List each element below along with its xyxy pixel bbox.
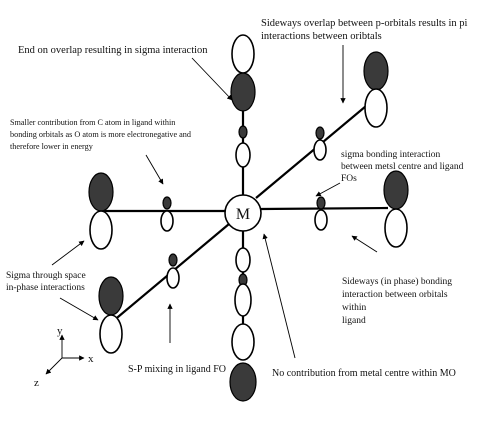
- arrow-sigma-through-space-down: [59, 297, 99, 321]
- ligand-upper-right-orbitals: [313, 51, 389, 161]
- smaller-contribution-text-line-2: bonding orbitals as O atom is more elect…: [10, 130, 191, 139]
- smaller-contribution-text-line-3: therefore lower in energy: [10, 142, 94, 151]
- annotation-arrows: [51, 45, 378, 359]
- axis-y-label: y: [57, 325, 63, 337]
- left-o-lobe-lower: [89, 210, 113, 250]
- right-o-lobe-lower: [384, 208, 408, 248]
- end-on-overlap-text: End on overlap resulting in sigma intera…: [18, 45, 208, 56]
- bottom-c-lobe-large: [235, 247, 251, 273]
- arrow-sideways-inphase: [351, 235, 378, 253]
- sideways-inphase-text-line-3: within: [342, 303, 367, 313]
- smaller-contribution-text-line-1: Smaller contribution from C atom in liga…: [10, 118, 175, 127]
- sigma-through-space-text-line-1: Sigma through space: [6, 271, 86, 281]
- sigma-bonding-text-line-1: sigma bonding interaction: [341, 150, 440, 160]
- ur-c-lobe-large: [313, 139, 327, 161]
- top-o-lobe-lower: [230, 72, 256, 112]
- coordinate-axes: y x z: [34, 325, 94, 389]
- right-c-lobe-large: [314, 209, 328, 231]
- ur-c-lobe-small: [315, 126, 325, 140]
- sigma-through-space-text-line-2: in-phase interactions: [6, 283, 85, 293]
- bond-horizontal-right: [260, 206, 389, 211]
- left-c-lobe-large: [160, 210, 174, 232]
- sideways-inphase-text-line-4: ligand: [342, 316, 366, 326]
- arrow-smaller-contribution: [145, 154, 164, 185]
- metal-centre-circle: [224, 194, 262, 232]
- sp-mixing-text: S-P mixing in ligand FO: [128, 364, 226, 375]
- ligand-top-orbitals: [230, 34, 256, 168]
- arrow-sigma-bonding: [315, 182, 341, 197]
- right-o-lobe-upper: [383, 170, 409, 210]
- ligand-right-orbitals: [314, 170, 409, 248]
- sigma-bonding-text-line-3: FOs: [341, 174, 357, 184]
- ll-c-lobe-large: [166, 267, 180, 289]
- left-c-lobe-small: [162, 196, 172, 210]
- top-o-lobe-upper: [231, 34, 255, 74]
- bottom-o-lobe-middle: [231, 323, 255, 361]
- sideways-overlap-text-line-2: interactions between oribtals: [261, 31, 382, 42]
- arrow-no-contribution: [262, 233, 296, 359]
- ligand-lower-left-orbitals: [98, 253, 180, 354]
- axis-z-label: z: [34, 377, 39, 389]
- left-o-lobe-upper: [88, 172, 114, 212]
- right-c-lobe-small: [316, 196, 326, 210]
- bottom-o-lobe-upper: [234, 283, 252, 317]
- axis-x-label: x: [88, 353, 94, 365]
- annotation-texts: Sideways overlap between p-orbitals resu…: [6, 18, 468, 379]
- top-c-lobe-small: [238, 125, 248, 139]
- sideways-inphase-text-line-1: Sideways (in phase) bonding: [342, 276, 452, 287]
- ligand-bottom-orbitals: [229, 247, 257, 402]
- metal-centre: M: [224, 194, 262, 232]
- ll-c-lobe-small: [168, 253, 178, 267]
- metal-label: M: [236, 206, 250, 223]
- no-contribution-text: No contribution from metal centre within…: [272, 368, 456, 379]
- ll-o-lobe-upper: [98, 276, 124, 316]
- ligand-left-orbitals: [88, 172, 174, 250]
- sigma-bonding-text-line-2: between metsl centre and ligand: [341, 162, 464, 172]
- ur-o-lobe-upper: [363, 51, 389, 91]
- arrow-end-on: [191, 57, 233, 101]
- top-c-lobe-large: [235, 142, 251, 168]
- arrow-sigma-through-space-up: [51, 240, 85, 266]
- bottom-o-lobe-lower: [229, 362, 257, 402]
- axis-z-arrow: [45, 357, 63, 375]
- ll-o-lobe-lower: [99, 314, 123, 354]
- sideways-inphase-text-line-2: interaction between orbitals: [342, 290, 448, 300]
- ur-o-lobe-lower: [364, 88, 388, 128]
- sideways-overlap-text-line-1: Sideways overlap between p-orbitals resu…: [261, 18, 468, 29]
